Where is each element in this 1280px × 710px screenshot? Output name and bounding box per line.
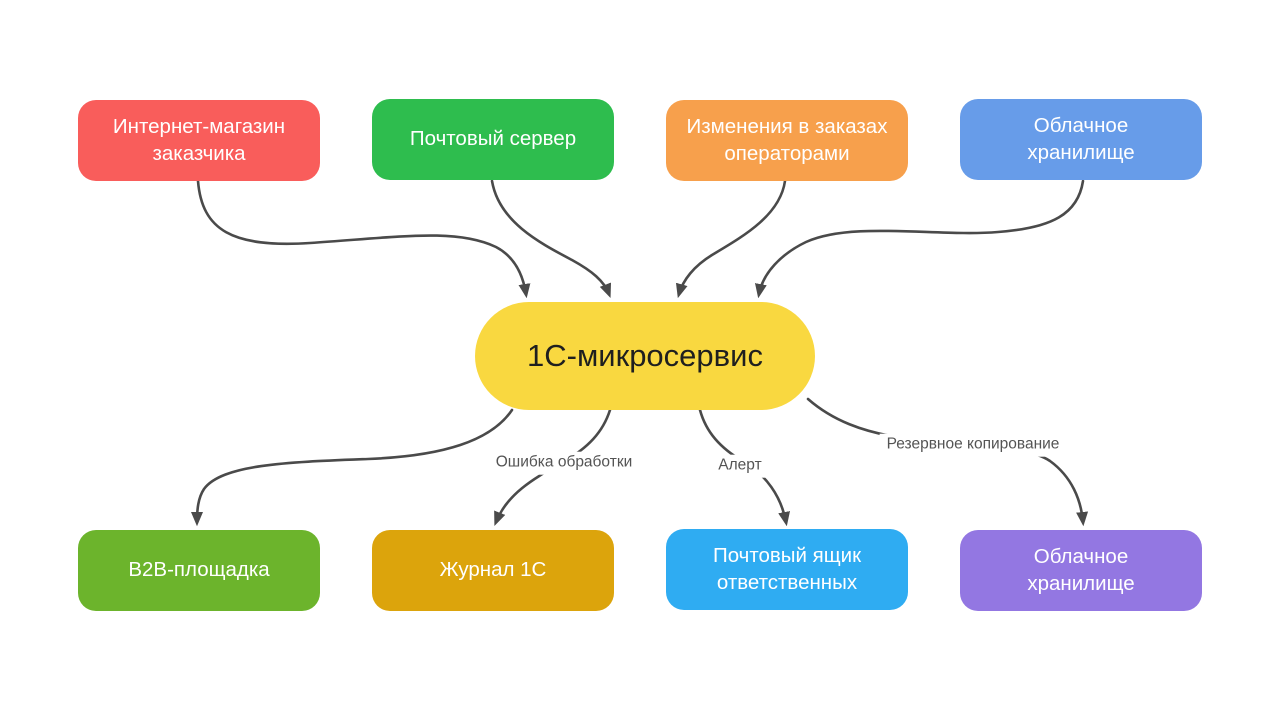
edge-label-alert: Алерт [711,454,769,478]
node-label: Изменения в заказах операторами [686,114,888,165]
edge-label-processing-error: Ошибка обработки [488,451,640,475]
node-label: Облачное хранилище [1027,113,1135,164]
edge-order-changes-to-core [675,179,787,299]
node-core-microservice[interactable]: 1С-микросервис [475,302,815,410]
node-internet-shop[interactable]: Интернет-магазин заказчика [78,100,320,181]
node-label: Облачное хранилище [1027,544,1135,595]
edge-cloud-storage-to-core [754,179,1085,299]
node-cloud-storage-bottom[interactable]: Облачное хранилище [960,530,1202,611]
node-label: Журнал 1С [439,558,547,582]
node-label: Почтовый ящик ответственных [712,543,862,594]
node-journal-1c[interactable]: Журнал 1С [372,530,614,611]
node-label: B2B-площадка [128,558,270,582]
node-mail-server[interactable]: Почтовый сервер [372,99,614,180]
edge-mail-server-to-core [490,179,612,299]
node-b2b-platform[interactable]: B2B-площадка [78,530,320,611]
node-label: Почтовый сервер [409,127,577,151]
node-label: Интернет-магазин заказчика [112,114,286,165]
edge-core-to-b2b [190,408,514,527]
node-label: 1С-микросервис [527,337,763,373]
node-order-changes[interactable]: Изменения в заказах операторами [666,100,908,181]
node-cloud-storage-top[interactable]: Облачное хранилище [960,99,1202,180]
edge-internet-shop-to-core [196,179,531,299]
edge-label-backup: Резервное копирование [879,433,1067,457]
edge-core-to-cloud-backup [806,397,1089,527]
node-responsible-mailbox[interactable]: Почтовый ящик ответственных [666,529,908,610]
